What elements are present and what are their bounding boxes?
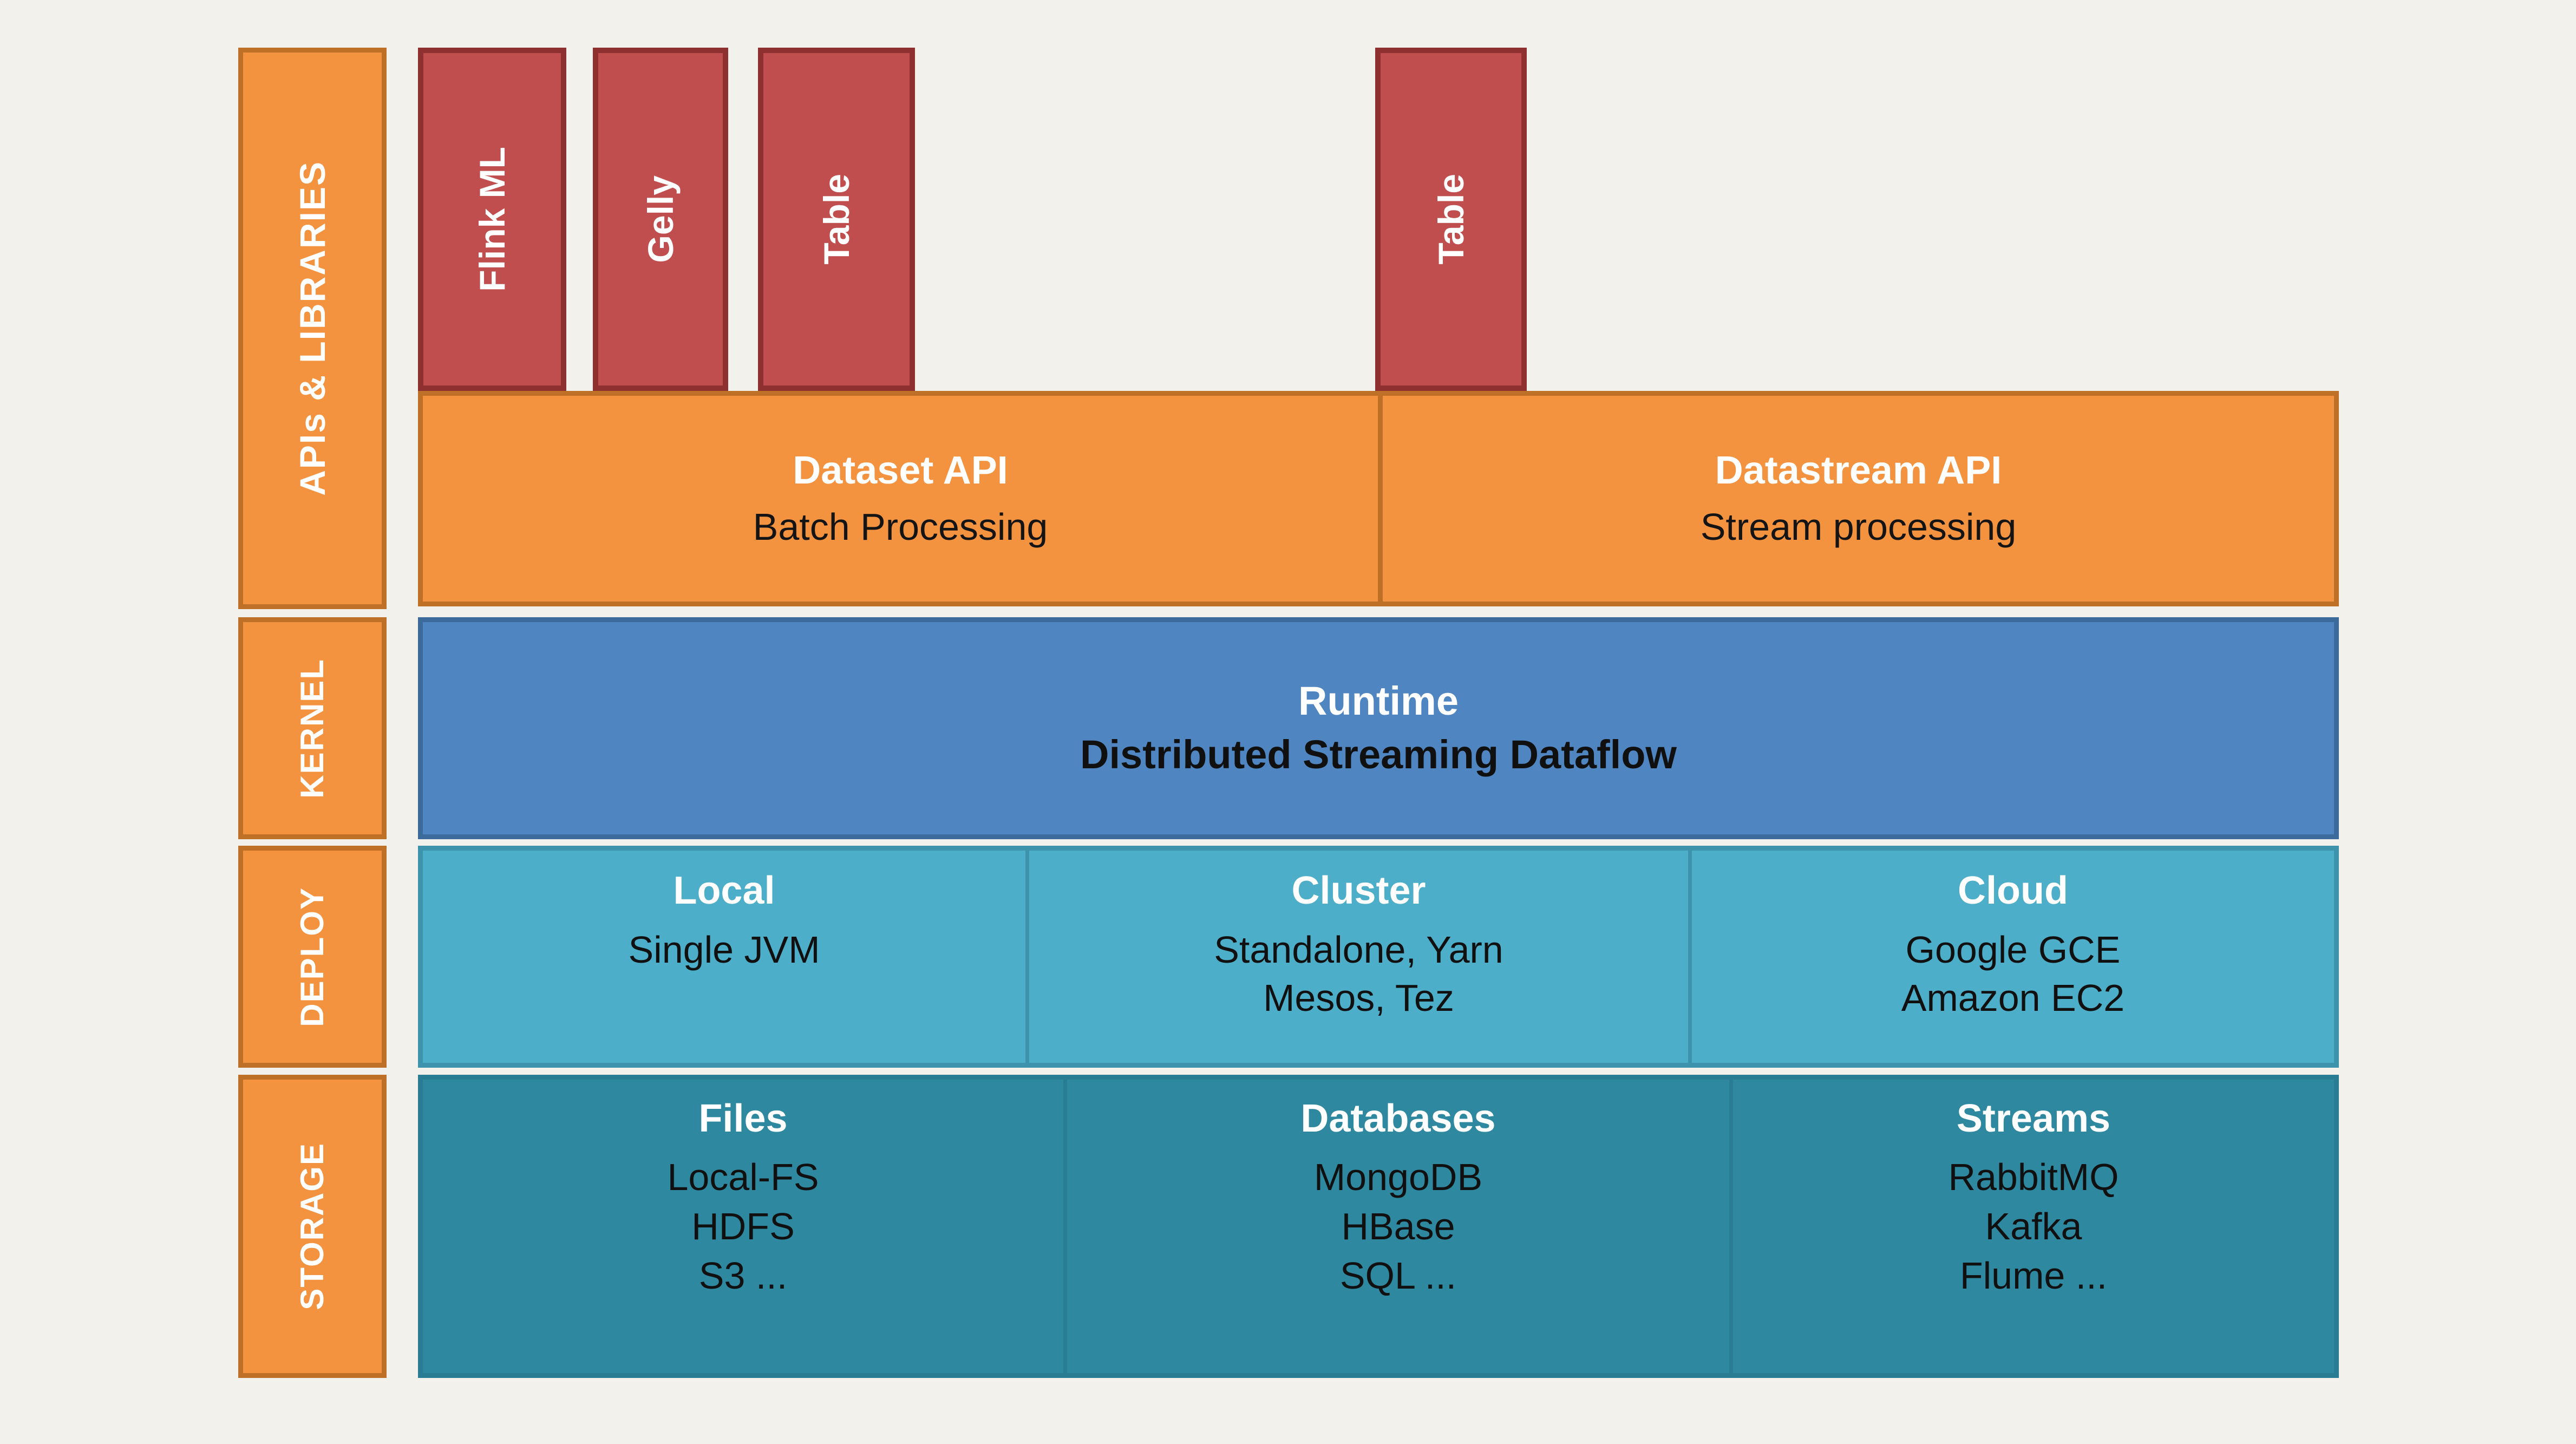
api-layer-band: Dataset API Batch Processing Datastream … [418, 391, 2339, 606]
api-subtitle-dataset: Batch Processing [753, 506, 1048, 548]
api-title-datastream: Datastream API [1715, 449, 2002, 493]
deploy-title-local: Local [673, 869, 775, 912]
storage-cell-databases[interactable]: Databases MongoDB HBase SQL ... [1063, 1080, 1729, 1373]
api-cell-dataset[interactable]: Dataset API Batch Processing [423, 396, 1378, 602]
deploy-line: Amazon EC2 [1901, 977, 2125, 1020]
rail-storage: STORAGE [238, 1075, 387, 1378]
api-subtitle-datastream: Stream processing [1700, 506, 2017, 548]
api-title-dataset: Dataset API [793, 449, 1008, 493]
kernel-title: Runtime [1298, 678, 1459, 724]
library-chip-table-stream[interactable]: Table [1375, 48, 1527, 391]
storage-title-files: Files [698, 1097, 788, 1140]
storage-line: HBase [1341, 1205, 1455, 1247]
rail-label-storage: STORAGE [294, 1142, 330, 1310]
deploy-line: Standalone, Yarn [1214, 928, 1503, 971]
storage-cell-files[interactable]: Files Local-FS HDFS S3 ... [423, 1080, 1063, 1373]
storage-line: HDFS [691, 1205, 795, 1247]
api-cell-datastream[interactable]: Datastream API Stream processing [1378, 396, 2334, 602]
rail-apis-libraries: APIs & LIBRARIES [238, 48, 387, 609]
rail-label-kernel: KERNEL [294, 658, 330, 799]
kernel-subtitle: Distributed Streaming Dataflow [1080, 732, 1677, 777]
deploy-lines-cloud: Google GCE Amazon EC2 [1901, 926, 2124, 1023]
library-label-table-batch: Table [816, 174, 857, 265]
deploy-cell-local[interactable]: Local Single JVM [423, 851, 1025, 1063]
rail-kernel: KERNEL [238, 617, 387, 839]
library-chip-gelly[interactable]: Gelly [593, 48, 728, 391]
storage-line: RabbitMQ [1948, 1155, 2119, 1198]
deploy-cell-cluster[interactable]: Cluster Standalone, Yarn Mesos, Tez [1025, 851, 1688, 1063]
deploy-line: Mesos, Tez [1263, 977, 1454, 1020]
library-chip-flink-ml[interactable]: Flink ML [418, 48, 566, 391]
library-chip-table-batch[interactable]: Table [758, 48, 915, 391]
library-label-gelly: Gelly [640, 175, 681, 263]
storage-line: Local-FS [667, 1155, 819, 1198]
deploy-layer-band: Local Single JVM Cluster Standalone, Yar… [418, 846, 2339, 1068]
storage-cell-streams[interactable]: Streams RabbitMQ Kafka Flume ... [1729, 1080, 2334, 1373]
deploy-cell-cloud[interactable]: Cloud Google GCE Amazon EC2 [1688, 851, 2334, 1063]
storage-title-databases: Databases [1300, 1097, 1496, 1140]
deploy-title-cloud: Cloud [1958, 869, 2068, 912]
deploy-lines-local: Single JVM [628, 926, 820, 975]
rail-deploy: DEPLOY [238, 846, 387, 1068]
kernel-layer-band[interactable]: Runtime Distributed Streaming Dataflow [418, 617, 2339, 839]
deploy-line: Google GCE [1905, 928, 2121, 971]
deploy-title-cluster: Cluster [1291, 869, 1426, 912]
library-label-flink-ml: Flink ML [472, 147, 512, 292]
rail-label-deploy: DEPLOY [294, 886, 330, 1027]
storage-layer-band: Files Local-FS HDFS S3 ... Databases Mon… [418, 1075, 2339, 1378]
storage-line: SQL ... [1339, 1254, 1457, 1297]
rail-label-apis-libraries: APIs & LIBRARIES [292, 161, 332, 496]
storage-lines-files: Local-FS HDFS S3 ... [667, 1153, 819, 1301]
library-label-table-stream: Table [1431, 174, 1471, 265]
storage-lines-databases: MongoDB HBase SQL ... [1314, 1153, 1482, 1301]
storage-lines-streams: RabbitMQ Kafka Flume ... [1948, 1153, 2119, 1301]
storage-line: Flume ... [1959, 1254, 2108, 1297]
deploy-line: Single JVM [628, 928, 820, 971]
deploy-lines-cluster: Standalone, Yarn Mesos, Tez [1214, 926, 1503, 1023]
storage-line: MongoDB [1313, 1155, 1483, 1198]
storage-line: Kafka [1985, 1205, 2082, 1247]
storage-line: S3 ... [698, 1254, 788, 1297]
storage-title-streams: Streams [1956, 1097, 2111, 1140]
